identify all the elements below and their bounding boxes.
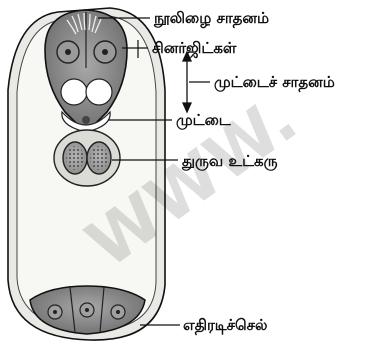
antipodal-nucleus-right bbox=[111, 305, 125, 319]
label-synergids: சினர்ஜிட்கள் bbox=[152, 39, 237, 58]
antipodal-nucleus-middle bbox=[80, 303, 94, 317]
central-cell bbox=[54, 130, 120, 186]
antipodal-nucleus-left bbox=[48, 305, 62, 319]
label-polar-nuclei: துருவ உட்கரு bbox=[181, 152, 278, 171]
egg-apparatus-bracket bbox=[183, 52, 210, 112]
label-antipodal-cells: எதிரடிச்செல் bbox=[183, 316, 267, 335]
synergid-nucleus-right bbox=[94, 41, 116, 63]
label-filiform-apparatus: நூலிழை சாதனம் bbox=[153, 9, 269, 28]
synergid-vacuole-right bbox=[86, 79, 112, 105]
synergid-nucleus-left bbox=[57, 41, 79, 63]
synergid-vacuole-left bbox=[61, 79, 87, 105]
label-egg: முட்டை bbox=[176, 111, 232, 130]
label-egg-apparatus: முட்டைச் சாதனம் bbox=[214, 73, 335, 92]
